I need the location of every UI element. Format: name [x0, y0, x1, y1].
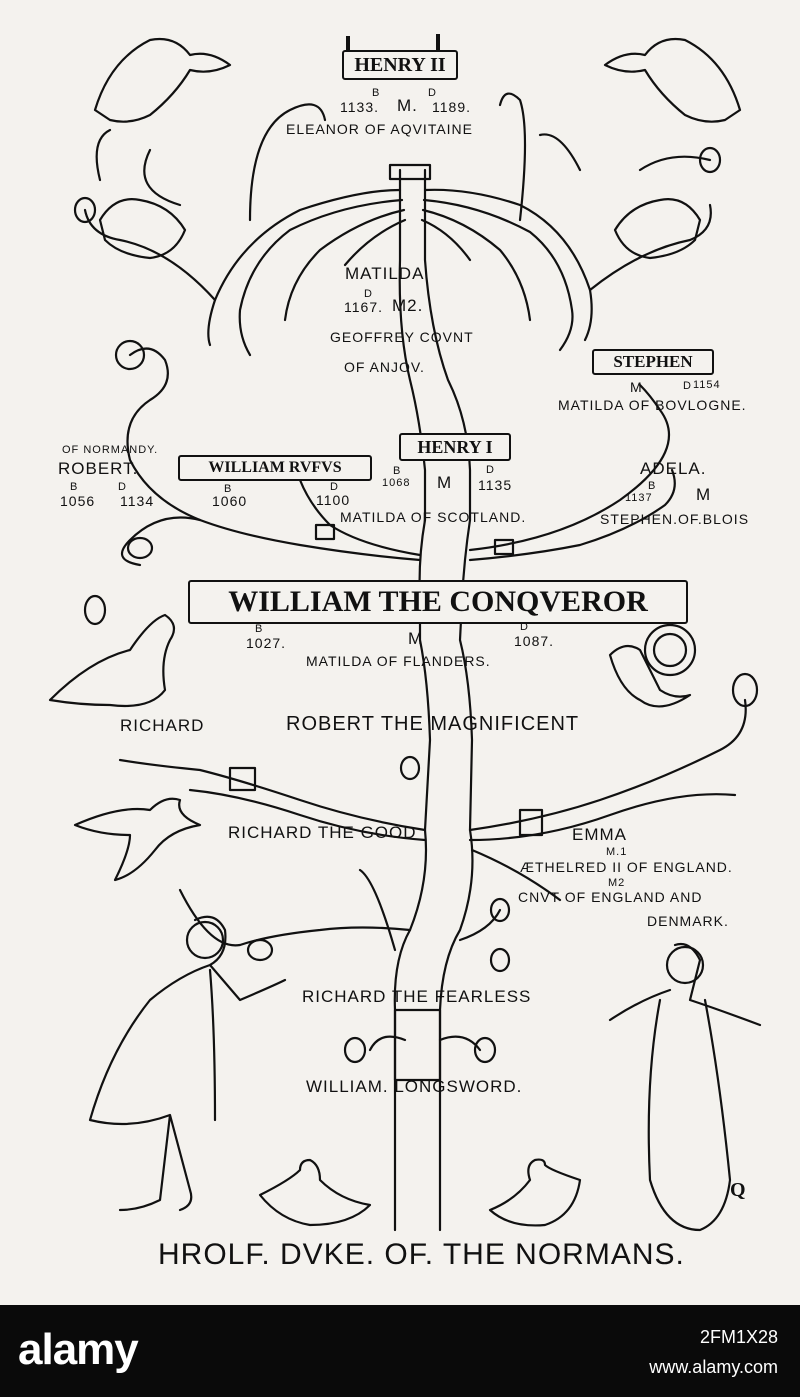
henry-i-married-mark: M: [437, 473, 453, 492]
henry-i-died-mark: D: [486, 464, 495, 476]
banner-stephen: STEPHEN: [592, 349, 714, 375]
vine-top-left: [83, 103, 327, 302]
william-rufus-birth: 1060: [212, 493, 248, 509]
robert-died-mark: D: [118, 481, 127, 493]
robert-death: 1134: [120, 493, 155, 509]
peacock-right: [608, 644, 692, 708]
adela-born-mark: B: [648, 480, 657, 492]
henry-i-death: 1135: [478, 477, 513, 493]
robert-birth: 1056: [60, 493, 96, 509]
duck-left: [258, 1158, 372, 1227]
woman-figure: [608, 942, 762, 1232]
peacock-left: [48, 613, 176, 708]
robert-name: ROBERT.: [58, 459, 139, 478]
william-rufus-death: 1100: [316, 492, 351, 508]
banner-henry-i: HENRY I: [399, 433, 511, 461]
crown-branch-right: [423, 188, 593, 342]
conqueror-married-mark: M: [408, 629, 424, 648]
adela-married-mark: M: [696, 485, 712, 504]
beast-left: [98, 198, 187, 260]
label-william-longsword: WILLIAM. LONGSWORD.: [306, 1077, 523, 1096]
branch-left-low: [178, 888, 412, 947]
watermark-brand: alamy: [18, 1325, 139, 1374]
henry-i-birth: 1068: [382, 477, 411, 489]
matilda-married-mark: M2.: [392, 296, 424, 315]
emma-marriage-2-mark: M2: [608, 877, 626, 889]
branch-left-curl: [126, 347, 202, 522]
william-rufus-died-mark: D: [330, 481, 339, 493]
stephen-spouse: MATILDA OF BOVLOGNE.: [558, 397, 747, 413]
peacock-right-fan: [643, 623, 697, 677]
banner-william-the-conqueror: WILLIAM THE CONQVEROR: [188, 580, 688, 624]
henry-ii-death: 1189.: [432, 99, 471, 115]
bird-top-right: [603, 37, 742, 123]
banner-william-rufus: WILLIAM RVFVS: [178, 455, 372, 481]
matilda-spouse-line2: OF ANJOV.: [344, 359, 425, 375]
root-hrolf: HROLF. DVKE. OF. THE NORMANS.: [158, 1238, 685, 1271]
tree-trunk-right-edge: [423, 168, 474, 1232]
watermark-image-id: 2FM1X28: [699, 1327, 778, 1347]
matilda-death: 1167.: [344, 299, 383, 315]
conqueror-spouse: MATILDA OF FLANDERS.: [306, 653, 491, 669]
emma-spouse-1: ÆTHELRED II OF ENGLAND.: [520, 859, 733, 875]
artist-monogram: Q: [730, 1179, 747, 1201]
banner-henry-ii: HENRY II: [342, 50, 458, 80]
henry-i-spouse: MATILDA OF SCOTLAND.: [340, 509, 527, 525]
branch-richard: [118, 758, 427, 832]
henry-ii-birth: 1133.: [340, 99, 379, 115]
branch-adela: [468, 468, 676, 562]
robert-title: OF NORMANDY.: [62, 444, 159, 456]
label-richard-the-good: RICHARD THE GOOD: [228, 823, 417, 842]
stephen-died-mark: D: [683, 380, 692, 392]
emma-marriage-1-mark: M.1: [606, 846, 628, 858]
tree-drawing: [48, 34, 762, 1232]
matilda-died-mark: D: [364, 288, 373, 300]
henry-ii-born-mark: B: [372, 87, 381, 99]
bird-top-left: [93, 37, 232, 123]
emma-spouse-2-line1: CNVT OF ENGLAND AND: [518, 889, 703, 905]
conqueror-birth: 1027.: [246, 635, 287, 651]
genealogy-illustration: HENRY II B D 1133. M. 1189. ELEANOR OF A…: [0, 0, 800, 1305]
flying-bird: [73, 797, 202, 882]
label-robert-the-magnificent: ROBERT THE MAGNIFICENT: [286, 713, 580, 735]
henry-ii-spouse: ELEANOR OF AQVITAINE: [286, 121, 474, 137]
stephen-married-mark: M: [630, 379, 643, 395]
emma-name: EMMA: [572, 825, 627, 844]
beast-right: [613, 198, 702, 260]
trunk-block: [393, 1008, 442, 1082]
robert-born-mark: B: [70, 481, 79, 493]
adela-birth: 1137: [625, 492, 653, 504]
branch-robert: [120, 516, 422, 567]
stephen-death: 1154: [693, 379, 721, 391]
watermark-url: www.alamy.com: [649, 1357, 778, 1377]
conqueror-died-mark: D: [520, 621, 529, 633]
conqueror-born-mark: B: [255, 623, 264, 635]
label-richard-the-fearless: RICHARD THE FEARLESS: [302, 987, 532, 1006]
branch-stephen: [468, 383, 670, 552]
man-figure: [88, 915, 287, 1212]
matilda-name: MATILDA: [345, 264, 425, 283]
adela-spouse: STEPHEN.OF.BLOIS: [600, 511, 750, 527]
conqueror-death: 1087.: [514, 633, 555, 649]
matilda-spouse-line1: GEOFFREY COVNT: [330, 329, 474, 345]
henry-ii-died-mark: D: [428, 87, 437, 99]
adela-name: ADELA.: [640, 459, 707, 478]
label-richard: RICHARD: [120, 716, 205, 735]
william-rufus-born-mark: B: [224, 483, 233, 495]
branch-emma: [468, 698, 747, 832]
henry-ii-married-mark: M.: [397, 96, 418, 115]
crown-branch-left: [207, 188, 402, 347]
vine-top-right: [498, 92, 712, 292]
emma-spouse-2-line2: DENMARK.: [647, 913, 729, 929]
watermark-bar: alamy 2FM1X28 www.alamy.com: [0, 1305, 800, 1397]
duck-right: [488, 1158, 582, 1227]
henry-i-born-mark: B: [393, 465, 402, 477]
